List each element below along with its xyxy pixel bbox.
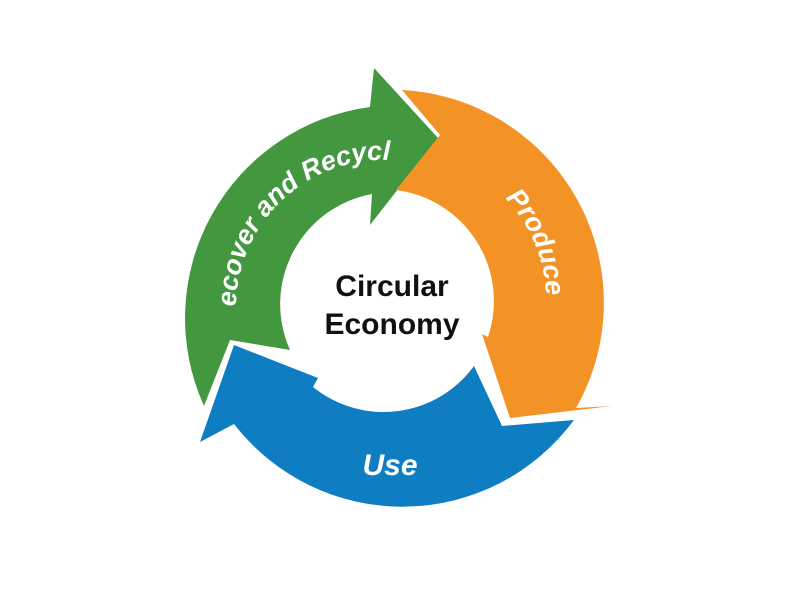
use-label: Use (362, 449, 417, 482)
use-arrow (200, 345, 574, 507)
recover-arrow (185, 68, 438, 406)
center-title-line2: Economy (324, 308, 459, 341)
center-title-line1: Circular (335, 270, 449, 303)
produce-arrow (396, 90, 612, 418)
